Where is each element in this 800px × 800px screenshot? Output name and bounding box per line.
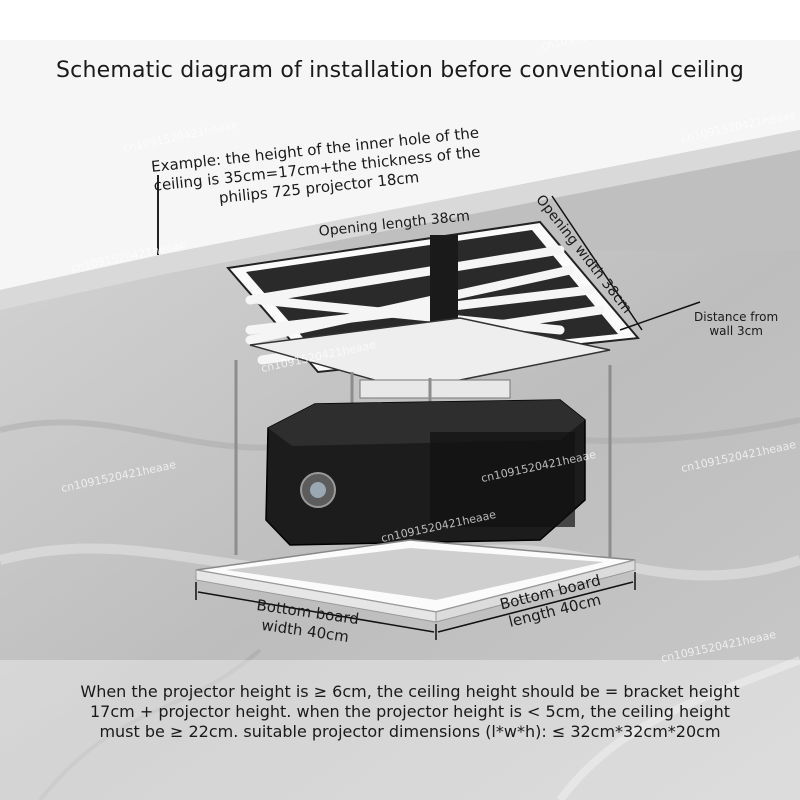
lower-frame [249,317,611,391]
page-title: Schematic diagram of installation before… [55,58,744,83]
distance-from-wall-line2: wall 3cm [709,324,763,338]
projector-body [265,399,586,546]
caption-text: When the projector height is ≥ 6cm, the … [80,682,740,741]
distance-from-wall-line1: Distance from [694,310,779,324]
dimension-lines [195,195,701,640]
distance-from-wall-label: Distance from wall 3cm [694,310,778,338]
